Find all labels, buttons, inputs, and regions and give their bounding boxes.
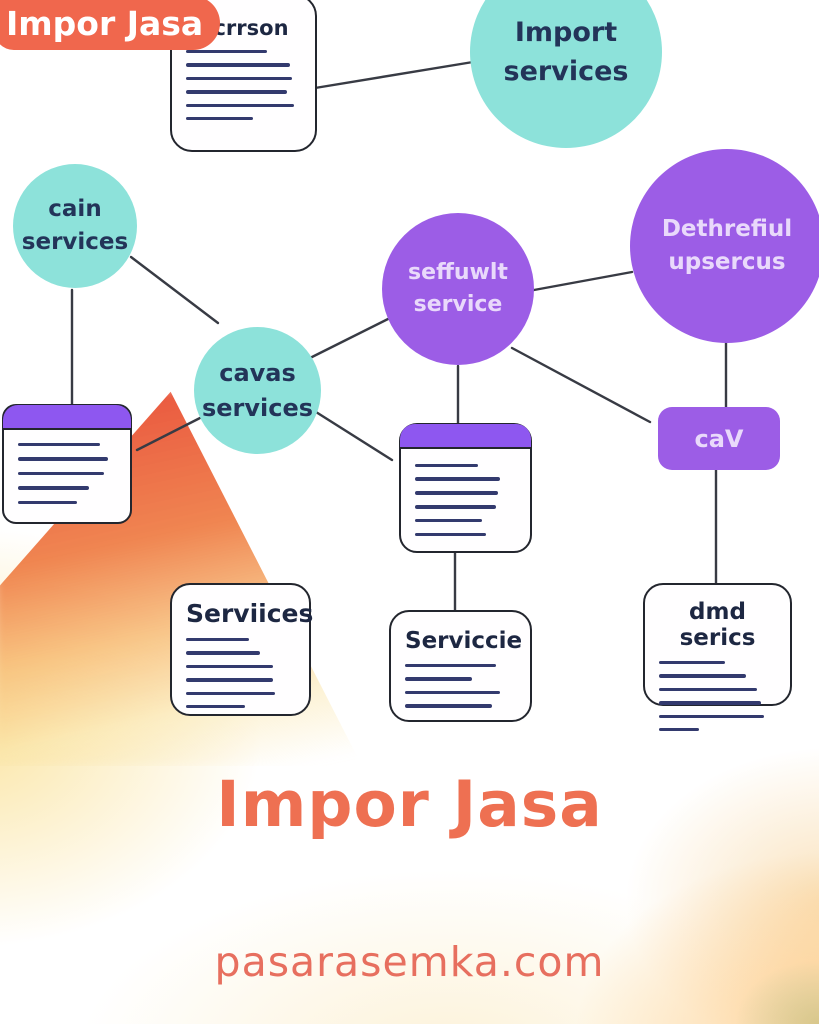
node-label: Dethrefiul [661,215,793,242]
cavas-services-node: cavas services [194,327,321,454]
node-label: upsercus [668,249,786,275]
text-line [405,690,501,695]
link-person-import [313,60,475,90]
text-line [186,678,274,682]
text-line [18,486,89,490]
node-label: services [201,393,314,422]
link-default-csv [510,346,652,424]
text-line [186,63,290,67]
node-label: cavas [219,358,296,387]
left-header-document-card [2,404,132,524]
text-line [186,651,261,655]
person-document-card: pcrrson [170,0,317,152]
serviccie-document-card: Serviccie [389,610,532,722]
csv-node: caV [658,407,780,470]
text-line [186,76,292,81]
text-line [659,727,699,732]
text-line [186,691,276,695]
text-line [186,103,295,107]
text-line [186,664,274,669]
text-line [659,687,758,692]
text-line [18,457,109,461]
text-line [415,463,478,467]
corner-badge: Impor Jasa [0,0,220,50]
text-line [186,90,288,94]
text-line [186,638,250,642]
serviices-document-card: Serviices [170,583,314,716]
text-line [415,491,498,495]
text-line [659,674,746,678]
node-label: caV [694,424,744,453]
middle-header-document-card [399,423,532,553]
text-line [405,677,472,681]
text-line [415,519,482,523]
text-line [186,704,245,709]
text-line [18,500,77,504]
node-label: service [413,292,503,317]
page-title: Impor Jasa [216,768,603,841]
corner-badge-label: Impor Jasa [6,3,204,43]
import-services-node: Import services [470,0,662,148]
text-line [186,50,267,54]
website-url: pasarasemka.com [214,938,605,986]
text-line [659,701,761,705]
node-label: seffuwlt [408,260,508,286]
dmd-services-document-card: dmd serics [643,583,792,732]
text-line [405,664,497,668]
text-line [415,477,500,481]
node-label: cain [48,195,102,222]
node-label: services [503,56,629,87]
text-line [186,116,253,121]
text-line [18,471,105,476]
link-default-upsercus [532,270,634,292]
text-line [415,505,496,509]
serviices-card-title: Serviices [186,599,314,628]
text-line [18,443,101,447]
node-label: services [21,229,129,255]
card-header-band [3,405,131,430]
upsercus-node: Dethrefiul upsercus [630,149,819,343]
dmd-card-title: dmd serics [679,599,756,651]
link-cain-cavas [129,255,220,325]
link-cavas-middoc [314,410,394,462]
default-service-node: seffuwlt service [382,213,534,365]
card-header-band [400,424,531,449]
text-line [405,704,492,708]
serviccie-card-title: Serviccie [405,628,523,654]
cain-services-node: cain services [13,164,137,288]
node-label: Import [514,16,618,48]
text-line [659,661,725,665]
link-cavas-default [308,314,396,360]
link-cavas-leftdoc [135,416,202,452]
text-line [659,714,765,718]
text-line [415,532,486,537]
